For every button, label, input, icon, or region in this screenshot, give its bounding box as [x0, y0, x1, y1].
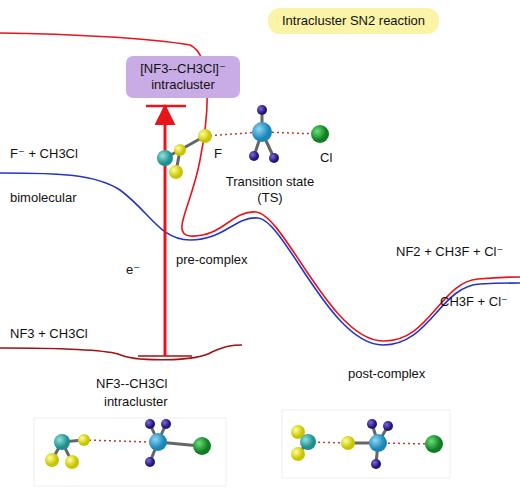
cluster-label: NF3--CH3Cl: [96, 376, 168, 392]
state-label: post-complex: [348, 366, 425, 382]
asymptote-label: bimolecular: [10, 190, 76, 206]
molecule-frame: [34, 418, 226, 486]
state-label: pre-complex: [176, 252, 248, 268]
state-label: Transition state (TS): [222, 174, 318, 206]
state-box: [NF3--CH3Cl]⁻ intracluster: [126, 56, 240, 98]
title-banner: Intracluster SN2 reaction: [268, 8, 439, 34]
cluster-label: intracluster: [104, 394, 168, 410]
reactant-label: F⁻ + CH3Cl: [10, 146, 78, 162]
product-label: CH3F + Cl⁻: [440, 294, 508, 310]
node-text: [NF3--CH3Cl]⁻ intracluster: [134, 61, 232, 93]
molecule-frame: [282, 410, 450, 478]
reactant-cluster: [45, 419, 211, 469]
post-complex-molecule: [291, 419, 443, 469]
atom-label: Cl: [320, 150, 332, 166]
atom-label: F: [214, 146, 222, 162]
electron-label: e⁻: [126, 262, 140, 278]
reactant-label: NF3 + CH3Cl: [10, 326, 88, 342]
product-label: NF2 + CH3F + Cl⁻: [396, 244, 503, 260]
ts-molecule: [157, 105, 329, 179]
neutral-curve: [0, 345, 242, 360]
red-curve: [0, 33, 520, 341]
blue-curve: [0, 173, 520, 345]
arrow-cap: [146, 105, 186, 108]
attachment-arrow: [164, 106, 167, 356]
